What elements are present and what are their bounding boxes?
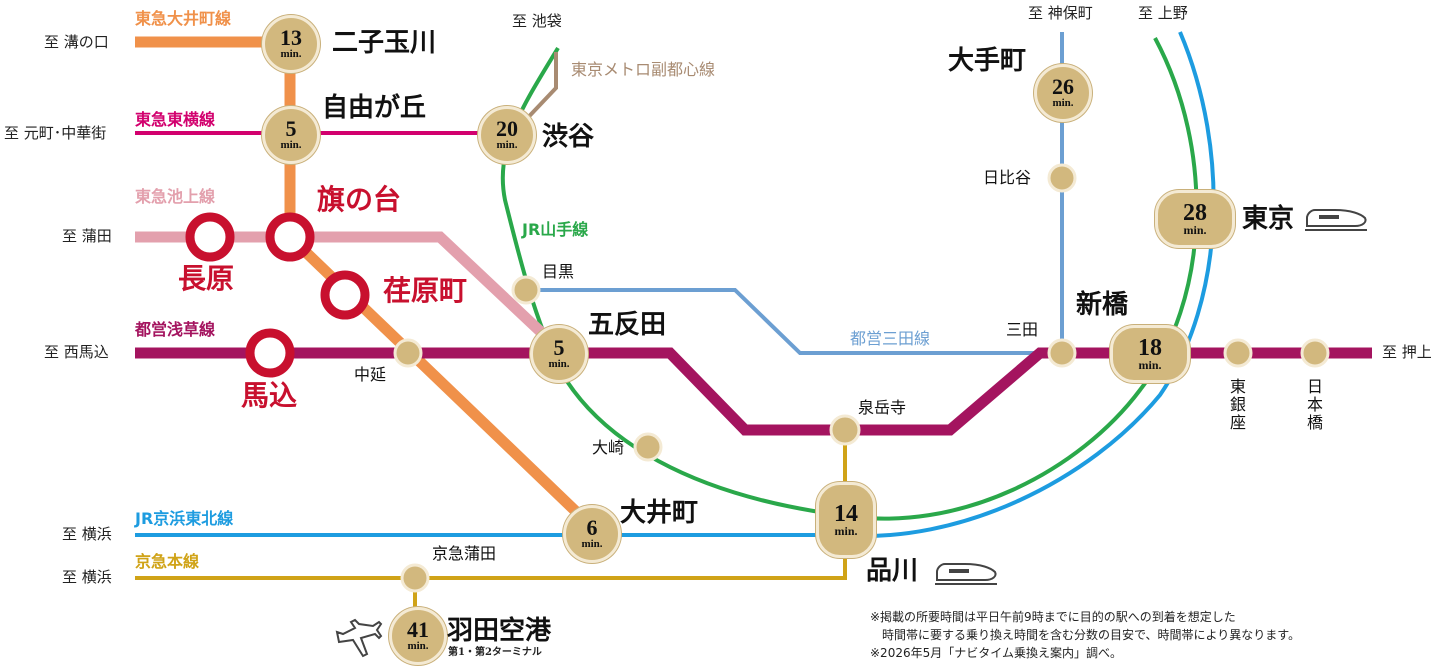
station-dot-keikyukamata	[400, 563, 430, 593]
station-futakotamagawa: 二子玉川	[332, 28, 437, 58]
station-meguro: 目黒	[542, 262, 575, 281]
station-dot-nakanobu	[393, 338, 423, 368]
home-ring-hatanodai	[265, 212, 315, 262]
station-oimachi: 大井町	[620, 498, 699, 528]
home-ring-nagahara	[185, 212, 235, 262]
footnote-2: 時間帯に要する乗り換え時間を含む分数の目安で、時間帯により異なります。	[882, 628, 1301, 642]
station-otemachi: 大手町	[948, 46, 1027, 76]
station-shibuya: 渋谷	[542, 122, 595, 152]
direction-yokohama-1: 至 横浜	[62, 525, 112, 543]
direction-ikebukuro: 至 池袋	[512, 12, 562, 30]
badge-time: 18	[1138, 334, 1162, 361]
station-dot-osaki	[633, 432, 663, 462]
station-hatanodai: 旗の台	[317, 183, 402, 216]
fukutoshin-line	[516, 52, 558, 130]
badge-unit: min.	[496, 138, 518, 151]
mita-line	[525, 288, 1062, 355]
direction-jimbocho: 至 神保町	[1028, 4, 1093, 22]
line-label-keihin-tohoku: JR京浜東北線	[135, 509, 234, 528]
station-dot-nihombashi	[1300, 338, 1330, 368]
station-sengakuji: 泉岳寺	[858, 398, 907, 417]
station-nihombashi: 日本橋	[1306, 377, 1323, 432]
direction-oshiage: 至 押上	[1382, 343, 1432, 361]
airplane-icon	[335, 618, 383, 658]
badge-unit: min.	[834, 523, 858, 538]
station-shimbashi: 新橋	[1076, 290, 1129, 320]
badge-unit: min.	[1183, 222, 1207, 237]
badge-unit: min.	[280, 138, 302, 151]
direction-ueno: 至 上野	[1138, 4, 1188, 22]
direction-motomachi: 至 元町･中華街	[4, 124, 107, 142]
direction-nishimagome: 至 西馬込	[44, 343, 109, 361]
line-label-keikyu: 京急本線	[135, 552, 200, 571]
line-label-asakusa: 都営浅草線	[135, 320, 216, 339]
badge-time: 5	[553, 334, 565, 360]
station-dot-higashiginza	[1223, 338, 1253, 368]
direction-mizonokuchi: 至 溝の口	[44, 33, 109, 51]
badge-time: 28	[1183, 199, 1207, 226]
line-label-fukutoshin: 東京メトロ副都心線	[571, 60, 716, 79]
station-higashiginza: 東銀座	[1229, 377, 1246, 432]
station-ebaramachi: 荏原町	[383, 274, 468, 307]
home-ring-ebaramachi	[320, 270, 370, 320]
home-ring-magome	[245, 328, 295, 378]
footnote-1: ※掲載の所要時間は平日午前9時までに目的の駅への到着を想定した	[870, 610, 1236, 624]
badge-unit: min.	[1052, 96, 1074, 109]
station-dot-sengakuji	[829, 414, 861, 446]
station-keikyukamata: 京急蒲田	[432, 544, 497, 563]
station-dot-meguro	[511, 275, 541, 305]
station-haneda-terminals: 第1・第2ターミナル	[448, 647, 542, 658]
line-label-mita: 都営三田線	[850, 329, 931, 348]
shinkansen-icon-tokyo	[1305, 209, 1367, 231]
station-haneda: 羽田空港	[447, 616, 552, 646]
badge-unit: min.	[1138, 357, 1162, 372]
station-shinagawa: 品川	[866, 556, 919, 586]
line-label-yamanote: JR山手線	[522, 220, 589, 239]
ikegami-line	[135, 231, 564, 355]
badge-time: 26	[1052, 73, 1074, 99]
station-jiyugaoka: 自由が丘	[322, 93, 427, 123]
badge-unit: min.	[548, 357, 570, 370]
keikyu-line	[135, 428, 847, 580]
line-label-oimachi: 東急大井町線	[135, 9, 232, 28]
badge-time: 14	[834, 500, 858, 527]
badge-unit: min.	[407, 639, 429, 652]
line-label-toyoko: 東急東横線	[135, 110, 216, 129]
shinkansen-icon	[935, 563, 997, 585]
station-magome: 馬込	[241, 379, 298, 412]
station-gotanda: 五反田	[588, 310, 667, 340]
station-dot-hibiya	[1047, 163, 1077, 193]
station-dot-mita	[1047, 338, 1077, 368]
station-mita: 三田	[1006, 320, 1039, 339]
footnote-3: ※2026年5月「ナビタイム乗換え案内」調べ。	[870, 646, 1122, 660]
badge-unit: min.	[280, 47, 302, 60]
keihin-tohoku-line	[135, 31, 1216, 538]
direction-yokohama-2: 至 横浜	[62, 568, 112, 586]
direction-kamata: 至 蒲田	[62, 227, 112, 245]
badge-unit: min.	[581, 537, 603, 550]
badge-time: 6	[586, 514, 598, 540]
station-tokyo: 東京	[1242, 204, 1295, 234]
yamanote-line	[500, 37, 1199, 521]
station-nakanobu: 中延	[354, 365, 387, 384]
badge-time: 41	[407, 616, 429, 642]
badge-time: 5	[285, 115, 297, 141]
badge-time: 13	[280, 24, 302, 50]
station-osaki: 大崎	[592, 438, 625, 457]
badge-time: 20	[496, 115, 518, 141]
line-label-ikegami: 東急池上線	[135, 187, 216, 206]
station-hibiya: 日比谷	[983, 168, 1032, 187]
station-nagahara: 長原	[178, 262, 235, 295]
